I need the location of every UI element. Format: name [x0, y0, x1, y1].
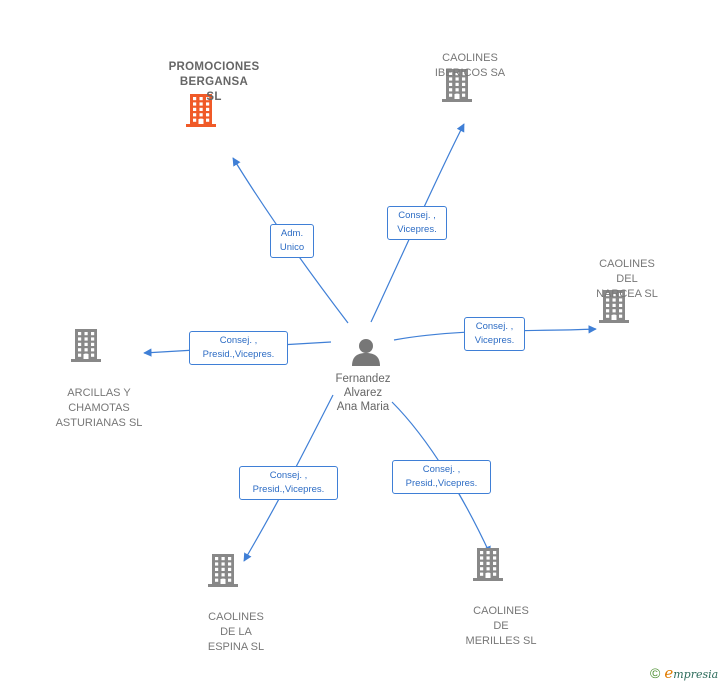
building-icon-promociones[interactable]: [186, 93, 216, 127]
company-label-arcillas[interactable]: ARCILLAS Y CHAMOTAS ASTURIANAS SL: [55, 387, 143, 429]
relation-box-caolines-ibericos[interactable]: Consej. , Vicepres.: [387, 206, 447, 240]
relation-box-caolines-narcea[interactable]: Consej. , Vicepres.: [464, 317, 525, 351]
person-name[interactable]: Fernandez Alvarez Ana Maria: [335, 373, 391, 413]
brand-name: mpresia: [673, 668, 719, 681]
relation-box-promociones[interactable]: Adm. Unico: [270, 224, 314, 258]
building-icon-arcillas[interactable]: [71, 328, 101, 362]
person-icon[interactable]: [350, 336, 382, 368]
company-label-promociones[interactable]: PROMOCIONES BERGANSA SL: [168, 61, 260, 103]
empresia-brand[interactable]: ©empresia: [650, 664, 718, 682]
company-label-caolines-narcea[interactable]: CAOLINES DEL NARCEA SL: [596, 258, 658, 300]
company-label-caolines-espina[interactable]: CAOLINES DE LA ESPINA SL: [207, 611, 265, 653]
company-label-caolines-ibericos[interactable]: CAOLINES IBERICOS SA: [434, 52, 506, 79]
brand-initial: e: [664, 664, 674, 682]
copyright-icon: ©: [650, 665, 661, 681]
company-label-caolines-merilles[interactable]: CAOLINES DE MERILLES SL: [465, 605, 537, 647]
building-icon-caolines-merilles[interactable]: [473, 547, 503, 581]
relation-box-caolines-espina[interactable]: Consej. , Presid.,Vicepres.: [239, 466, 338, 500]
building-icon-caolines-ibericos[interactable]: [442, 68, 472, 102]
building-icon-caolines-espina[interactable]: [208, 553, 238, 587]
relation-box-caolines-merilles[interactable]: Consej. , Presid.,Vicepres.: [392, 460, 491, 494]
building-icon-caolines-narcea[interactable]: [599, 289, 629, 323]
relation-box-arcillas[interactable]: Consej. , Presid.,Vicepres.: [189, 331, 288, 365]
